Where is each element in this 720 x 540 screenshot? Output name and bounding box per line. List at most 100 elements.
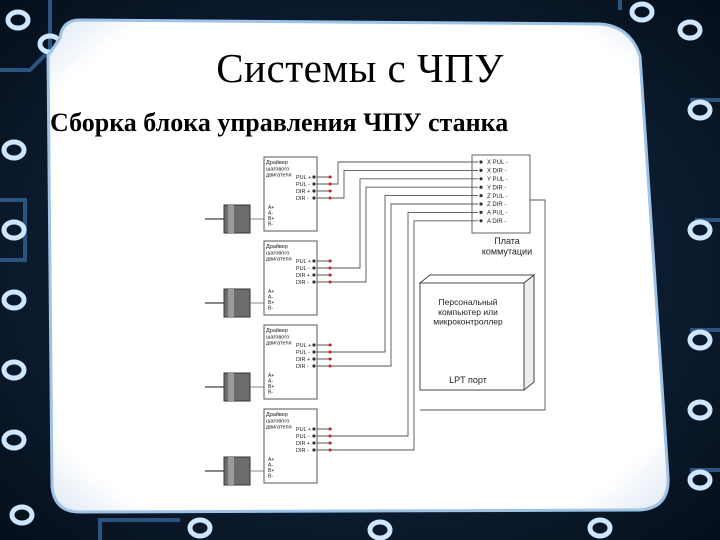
driver-pin-dot <box>312 357 316 361</box>
driver-pin-label: PUL - <box>296 350 310 356</box>
motor-pin-label: A+ <box>268 373 274 379</box>
signal-wire <box>314 211 478 437</box>
driver-pin-dot <box>312 434 316 438</box>
lpt-port-label: LPT порт <box>449 375 487 385</box>
driver-pin-label: DIR - <box>296 196 309 202</box>
driver-pin-dot <box>312 182 316 186</box>
computer-box-front <box>419 282 525 391</box>
motor-pin-label: B- <box>268 222 273 228</box>
driver-pin-dot <box>312 364 316 368</box>
board-pin-label: Z PUL - <box>487 194 507 200</box>
driver-pin-dot <box>312 280 316 284</box>
stepper-motor <box>205 204 264 234</box>
driver-box <box>263 156 318 232</box>
driver-pin-label: DIR + <box>296 357 310 363</box>
motor-body <box>223 456 251 486</box>
driver-pin-label: DIR - <box>296 364 309 370</box>
wire-terminal <box>328 357 332 361</box>
motor-pin-label: A- <box>268 295 273 301</box>
driver-box <box>263 324 318 400</box>
motor-pin-label: A- <box>268 379 273 385</box>
motor-pin-label: A+ <box>268 289 274 295</box>
signal-wire <box>314 169 478 199</box>
driver-pin-label: PUL - <box>296 434 310 440</box>
driver-pin-label: DIR - <box>296 448 309 454</box>
driver-pin-label: PUL - <box>296 182 310 188</box>
motor-pin-label: B+ <box>268 384 274 390</box>
board-pin-label: A PUL - <box>487 211 507 217</box>
motor-pin-label: A+ <box>268 205 274 211</box>
signal-wire <box>314 186 478 283</box>
driver-box <box>263 408 318 484</box>
driver-pin-label: DIR - <box>296 280 309 286</box>
wire-terminal <box>328 350 332 354</box>
driver-pin-label: PUL - <box>296 266 310 272</box>
driver-pin-dot <box>312 259 316 263</box>
board-pin-label: Y PUL - <box>487 177 508 183</box>
computer-box-top <box>418 274 536 284</box>
motor-body <box>223 288 251 318</box>
wire-terminal <box>328 448 332 452</box>
lpt-cable <box>420 199 546 411</box>
wire-terminal <box>328 259 332 263</box>
wire-terminal <box>328 273 332 277</box>
wire-terminal <box>328 364 332 368</box>
board-pin-dot <box>479 194 483 198</box>
control-wires <box>314 161 546 452</box>
board-pin-label: X PUL - <box>487 160 508 166</box>
board-pin-label: X DIR - <box>487 169 507 175</box>
stepper-motor <box>205 372 264 402</box>
motor-pin-label: B- <box>268 474 273 480</box>
wire-terminal <box>328 196 332 200</box>
motor-body <box>223 372 251 402</box>
motor-body <box>223 204 251 234</box>
wire-terminal <box>328 266 332 270</box>
signal-wire <box>314 178 478 269</box>
slide-subtitle: Сборка блока управления ЧПУ станка <box>50 108 509 137</box>
wire-terminal <box>328 441 332 445</box>
signal-wire <box>314 203 478 367</box>
motor-highlight <box>228 373 234 401</box>
board-pin-dot <box>479 185 483 189</box>
motor-highlight <box>228 457 234 485</box>
motor-highlight <box>228 205 234 233</box>
motor-pin-label: A- <box>268 211 273 217</box>
driver-pin-dot <box>312 448 316 452</box>
board-pin-dot <box>479 160 483 164</box>
switch-board: X PUL - X DIR - Y PUL - Y DIR - Z PUL - Z DIR… <box>471 154 532 256</box>
driver-pin-dot <box>312 273 316 277</box>
driver-pin-dot <box>312 343 316 347</box>
board-pin-label: A DIR - <box>487 219 506 225</box>
wire-terminal <box>328 182 332 186</box>
wire-terminal <box>328 280 332 284</box>
board-pin-dot <box>479 219 483 223</box>
stepper-motor <box>205 456 264 486</box>
wire-terminal <box>328 343 332 347</box>
board-pin-dot <box>479 168 483 172</box>
signal-wire <box>314 161 478 185</box>
signal-wire <box>314 195 478 353</box>
driver-pin-label: PUL + <box>296 343 311 349</box>
wire-terminal <box>328 434 332 438</box>
slide-title: Системы с ЧПУ <box>216 45 504 91</box>
motor-pin-label: B- <box>268 390 273 396</box>
board-pin-label: Z DIR - <box>487 202 506 208</box>
driver-pin-label: PUL + <box>296 175 311 181</box>
driver-pin-dot <box>312 175 316 179</box>
driver-pin-label: DIR + <box>296 441 310 447</box>
board-pin-label: Y DIR - <box>487 185 507 191</box>
driver-pin-dot <box>312 441 316 445</box>
driver-pin-dot <box>312 266 316 270</box>
driver-box <box>263 240 318 316</box>
motor-pin-label: B+ <box>268 468 274 474</box>
motor-pin-label: A+ <box>268 457 274 463</box>
